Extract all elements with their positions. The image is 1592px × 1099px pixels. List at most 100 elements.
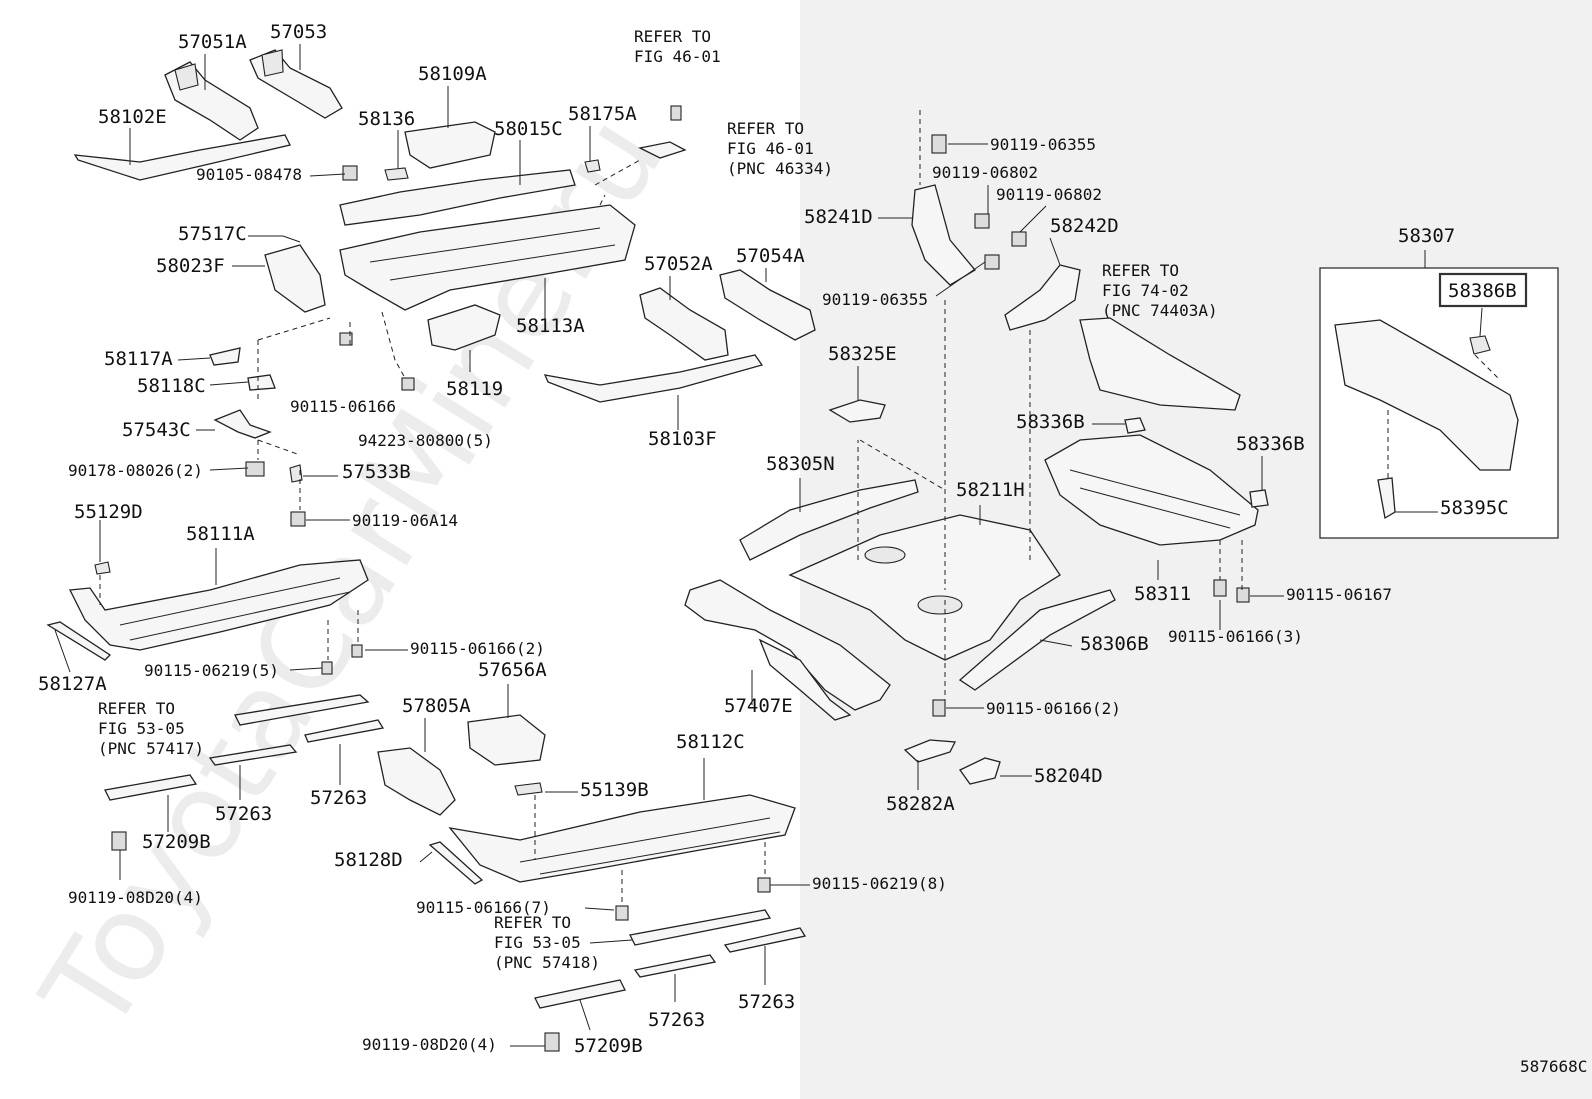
part-57209B-b[interactable]: [534, 979, 626, 1009]
part-58118C[interactable]: [247, 374, 276, 391]
part-57263-b[interactable]: [304, 719, 385, 743]
label-90115-06167[interactable]: 90115-06167: [1286, 585, 1392, 604]
part-58119[interactable]: [427, 304, 501, 351]
label-57263-a[interactable]: 57263: [215, 803, 272, 825]
label-90119-06802-a[interactable]: 90119-06802: [932, 163, 1038, 182]
part-58112C[interactable]: [448, 794, 796, 883]
part-57533B[interactable]: [289, 464, 303, 483]
label-58113A[interactable]: 58113A: [516, 315, 585, 337]
label-94223-80800[interactable]: 94223-80800(5): [358, 431, 493, 450]
label-90115-06166-3[interactable]: 90115-06166(3): [1168, 627, 1303, 646]
label-90115-06166-7[interactable]: 90115-06166(7): [416, 898, 551, 917]
label-55139B[interactable]: 55139B: [580, 779, 649, 801]
label-90115-06219-8[interactable]: 90115-06219(8): [812, 874, 947, 893]
part-58175A[interactable]: [584, 159, 601, 173]
label-57052A[interactable]: 57052A: [644, 253, 713, 275]
label-58311[interactable]: 58311: [1134, 583, 1191, 605]
label-90119-06355-a[interactable]: 90119-06355: [990, 135, 1096, 154]
part-58204D[interactable]: [959, 757, 1001, 785]
part-58136[interactable]: [384, 167, 409, 181]
label-58336B-b[interactable]: 58336B: [1236, 433, 1305, 455]
refer-74-02[interactable]: REFER TO FIG 74-02 (PNC 74403A): [1102, 261, 1218, 320]
refer-46-01-46334[interactable]: REFER TO FIG 46-01 (PNC 46334): [727, 119, 833, 178]
label-90119-06802-b[interactable]: 90119-06802: [996, 185, 1102, 204]
label-58386B[interactable]: 58386B: [1448, 280, 1517, 302]
part-74403A[interactable]: [1079, 317, 1241, 411]
label-55129D[interactable]: 55129D: [74, 501, 143, 523]
part-58127A[interactable]: [46, 621, 112, 661]
label-58175A[interactable]: 58175A: [568, 103, 637, 125]
label-90119-08D20-b[interactable]: 90119-08D20(4): [362, 1035, 497, 1054]
label-58111A[interactable]: 58111A: [186, 523, 255, 545]
label-57263-b[interactable]: 57263: [310, 787, 367, 809]
label-57805A[interactable]: 57805A: [402, 695, 471, 717]
label-90115-06166-a[interactable]: 90115-06166: [290, 397, 396, 416]
part-58386B-shape[interactable]: [1469, 335, 1491, 355]
part-58242D[interactable]: [1004, 264, 1081, 331]
part-58311[interactable]: [1044, 434, 1259, 546]
part-58111A[interactable]: [68, 559, 369, 651]
part-57407E[interactable]: [684, 579, 891, 721]
label-58241D[interactable]: 58241D: [804, 206, 873, 228]
label-90119-06A14[interactable]: 90119-06A14: [352, 511, 458, 530]
part-58109A[interactable]: [404, 121, 496, 169]
label-58204D[interactable]: 58204D: [1034, 765, 1103, 787]
label-58118C[interactable]: 58118C: [137, 375, 206, 397]
part-rail-57418[interactable]: [629, 909, 772, 946]
part-58015C[interactable]: [339, 169, 576, 226]
part-58306B[interactable]: [958, 589, 1116, 691]
part-58211H[interactable]: [788, 514, 1061, 661]
label-57209B-b[interactable]: 57209B: [574, 1035, 643, 1057]
label-57054A[interactable]: 57054A: [736, 245, 805, 267]
label-58305N[interactable]: 58305N: [766, 453, 835, 475]
part-58282A[interactable]: [903, 739, 957, 763]
label-58117A[interactable]: 58117A: [104, 348, 173, 370]
part-57656A[interactable]: [467, 714, 546, 766]
label-58015C[interactable]: 58015C: [494, 118, 563, 140]
refer-53-05-57418[interactable]: REFER TO FIG 53-05 (PNC 57418): [494, 913, 600, 972]
part-57209B-a[interactable]: [104, 774, 198, 801]
label-58112C[interactable]: 58112C: [676, 731, 745, 753]
part-57263-d[interactable]: [723, 927, 807, 953]
label-58211H[interactable]: 58211H: [956, 479, 1025, 501]
label-57656A[interactable]: 57656A: [478, 659, 547, 681]
label-58306B[interactable]: 58306B: [1080, 633, 1149, 655]
label-90115-06166-2a[interactable]: 90115-06166(2): [410, 639, 545, 658]
label-57053[interactable]: 57053: [270, 21, 327, 43]
part-55129D[interactable]: [94, 561, 111, 575]
label-57543C[interactable]: 57543C: [122, 419, 191, 441]
label-58395C[interactable]: 58395C: [1440, 497, 1509, 519]
part-58117A[interactable]: [209, 347, 241, 366]
label-58307[interactable]: 58307: [1398, 225, 1455, 247]
label-58109A[interactable]: 58109A: [418, 63, 487, 85]
label-57533B[interactable]: 57533B: [342, 461, 411, 483]
label-57209B-a[interactable]: 57209B: [142, 831, 211, 853]
part-57517C[interactable]: [282, 235, 301, 243]
label-58325E[interactable]: 58325E: [828, 343, 897, 365]
part-58128D[interactable]: [428, 841, 484, 885]
part-58113A[interactable]: [339, 204, 636, 311]
part-57263-c[interactable]: [633, 954, 717, 978]
part-58336B-a[interactable]: [1124, 417, 1146, 434]
part-57053[interactable]: [249, 49, 343, 119]
refer-46-01[interactable]: REFER TO FIG 46-01: [634, 27, 721, 66]
label-57263-d[interactable]: 57263: [738, 991, 795, 1013]
label-90115-06166-2b[interactable]: 90115-06166(2): [986, 699, 1121, 718]
label-90178-08026[interactable]: 90178-08026(2): [68, 461, 203, 480]
part-58305N[interactable]: [739, 479, 919, 561]
label-58102E[interactable]: 58102E: [98, 106, 167, 128]
label-58127A[interactable]: 58127A: [38, 673, 107, 695]
part-57263-a[interactable]: [208, 744, 298, 766]
label-57051A[interactable]: 57051A: [178, 31, 247, 53]
label-90105-08478[interactable]: 90105-08478: [196, 165, 302, 184]
part-57054A[interactable]: [719, 269, 816, 341]
part-58325E[interactable]: [828, 399, 886, 423]
label-57517C[interactable]: 57517C: [178, 223, 247, 245]
label-58136[interactable]: 58136: [358, 108, 415, 130]
part-58103F[interactable]: [543, 354, 764, 403]
part-58023F[interactable]: [264, 244, 326, 313]
part-58336B-b[interactable]: [1249, 489, 1269, 508]
label-57407E[interactable]: 57407E: [724, 695, 793, 717]
label-57263-c[interactable]: 57263: [648, 1009, 705, 1031]
part-57805A[interactable]: [377, 747, 456, 816]
